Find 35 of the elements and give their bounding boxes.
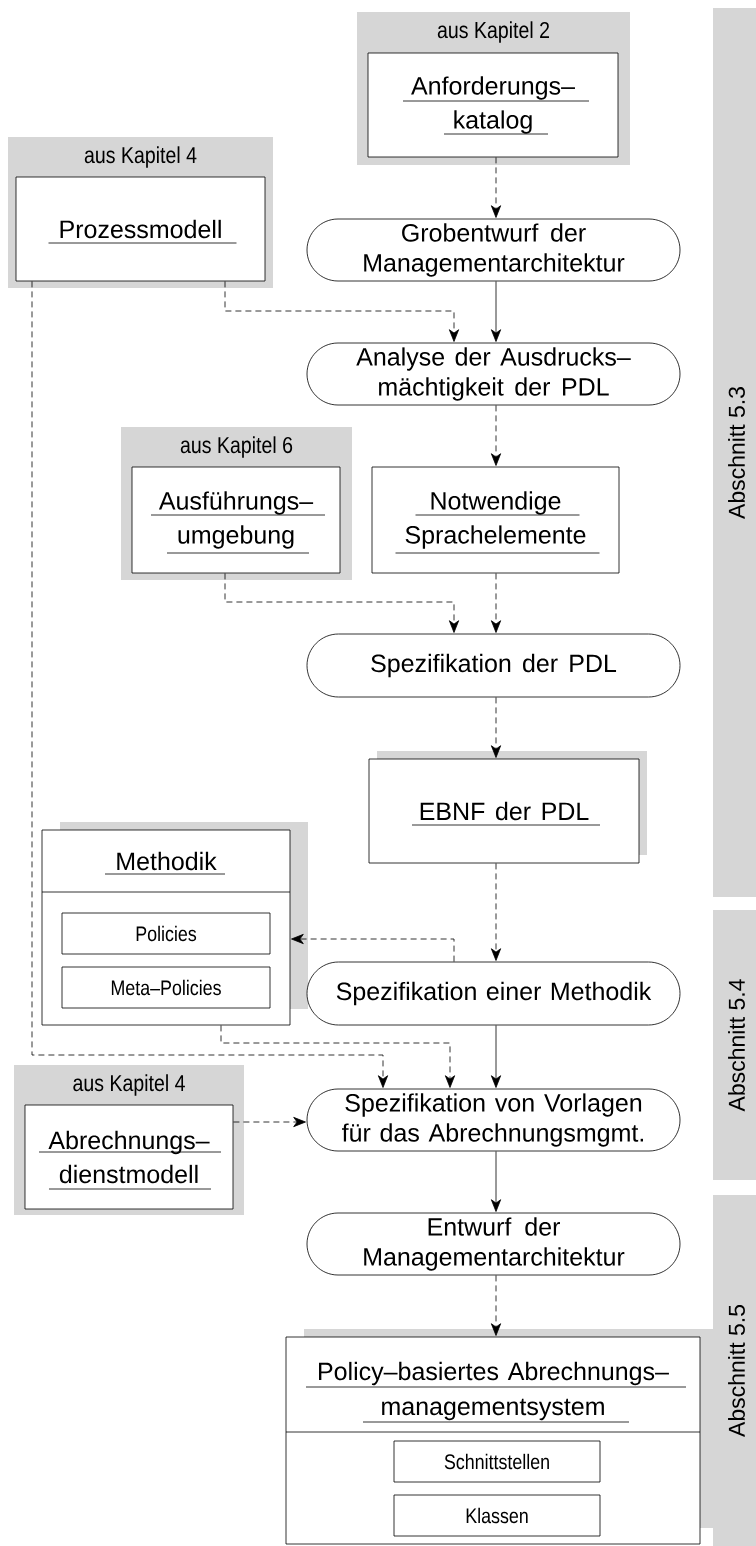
arrow (490, 697, 502, 758)
arrow (490, 405, 502, 466)
document-box: Notwendige Sprachelemente (371, 466, 620, 574)
section-band: Abschnitt 5.4 (713, 910, 756, 1180)
process-step: Analyse der Ausdrucks– mächtigkeit der PDL (306, 342, 681, 406)
process-step: Entwurf der Managementarchitektur (306, 1212, 681, 1276)
item-box: Klassen (393, 1494, 601, 1537)
document-box: Prozessmodell (15, 176, 266, 282)
arrow (490, 863, 502, 961)
arrow (490, 157, 502, 218)
item-box: Meta–Policies (61, 966, 271, 1009)
process-step: Spezifikation der PDL (306, 633, 681, 698)
item-box: Schnittstellen (393, 1440, 601, 1483)
process-step: Spezifikation einer Methodik (306, 961, 681, 1026)
node-label: Abschnitt 5.5 (728, 1305, 745, 1437)
arrow (220, 1025, 456, 1088)
document-box: Anforderungs– katalog (367, 52, 619, 158)
arrow (233, 1116, 306, 1128)
document-box: Ausführungs– umgebung (131, 466, 341, 574)
arrow (291, 933, 455, 962)
arrow (490, 281, 502, 342)
arrow (490, 1151, 502, 1212)
arrow (490, 1025, 502, 1088)
process-step: Spezifikation von Vorlagen für das Abrechnungsmgmt. (306, 1088, 681, 1152)
document-box: EBNF der PDL (368, 751, 647, 864)
arrow (224, 573, 460, 633)
arrow (31, 281, 389, 1088)
section-band: Abschnitt 5.3 (713, 8, 756, 897)
arrow (490, 1275, 502, 1336)
arrow (224, 281, 460, 342)
process-step: Grobentwurf der Managementarchitektur (306, 218, 681, 282)
document-box: Abrechnungs– dienstmodell (24, 1104, 234, 1210)
item-box: Policies (61, 912, 271, 955)
arrow (490, 573, 502, 633)
section-band: Abschnitt 5.5 (713, 1195, 756, 1546)
